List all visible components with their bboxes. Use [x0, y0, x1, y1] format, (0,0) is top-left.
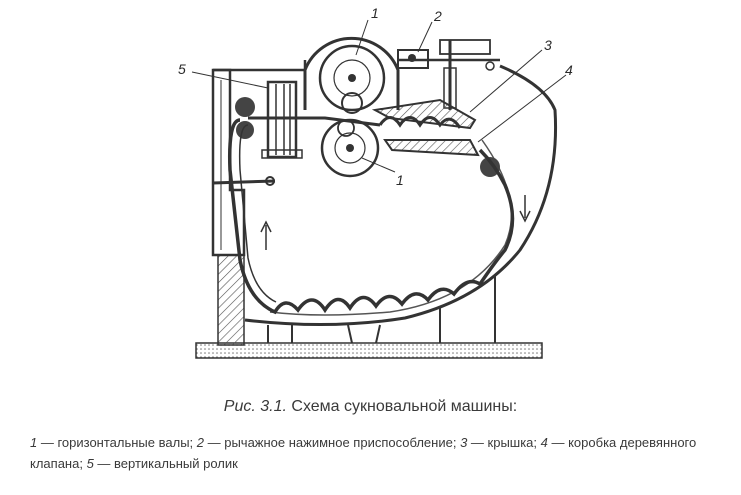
leader-1-bottom: [361, 157, 396, 173]
top-frame: [213, 60, 307, 72]
callout-3: 3: [544, 37, 552, 53]
legend-num-5: 5: [86, 456, 94, 471]
cloth-loop-inner: [238, 124, 277, 303]
lever-weight: [439, 39, 491, 55]
leader-4: [477, 74, 567, 143]
legend-text-3: — крышка;: [467, 435, 541, 450]
figure-legend: 1 — горизонтальные валы; 2 — рычажное на…: [30, 432, 720, 474]
arrow-down-icon: [519, 195, 531, 223]
left-lever: [212, 179, 276, 185]
guide-roller-left-top: [235, 97, 255, 117]
cloth-through-rollers: [248, 116, 381, 127]
valve-box-4: [383, 139, 480, 157]
legend-num-2: 2: [196, 435, 204, 450]
vertical-roller-5-mount: [261, 149, 303, 159]
leader-3: [469, 49, 543, 113]
legend-num-3: 3: [460, 435, 468, 450]
lid-3: [371, 98, 477, 130]
legend-text-4: — коробка деревянного клапана;: [30, 435, 697, 471]
small-gear: [341, 92, 363, 114]
lower-horizontal-roller-ring: [334, 132, 366, 164]
leader-1-top: [355, 19, 369, 56]
cloth-loop: [227, 118, 515, 315]
legend-num-1: 1: [30, 435, 38, 450]
upper-horizontal-roller-hub: [348, 74, 356, 82]
legend-num-4: 4: [540, 435, 548, 450]
leader-2: [417, 21, 433, 53]
floor-base: [195, 342, 543, 359]
callout-1-bottom: 1: [396, 172, 404, 188]
legend-text-2: — рычажное нажимное приспособление;: [204, 435, 461, 450]
lower-horizontal-roller-hub: [346, 144, 354, 152]
upper-horizontal-roller: [318, 44, 386, 112]
support-leg-right: [439, 275, 496, 343]
support-leg-left: [267, 325, 293, 343]
callout-5: 5: [178, 61, 186, 77]
callout-2: 2: [433, 8, 442, 24]
leader-5: [191, 71, 269, 89]
figure-caption: Рис. 3.1. Схема сукновальной машины:: [0, 398, 741, 416]
left-lever-pin: [265, 176, 275, 186]
machine-diagram: 1 2 3 4 5 1: [178, 5, 573, 359]
cloth-top-wave: [378, 116, 462, 129]
legend-text-5: — вертикальный ролик: [93, 456, 238, 471]
left-post: [217, 254, 245, 346]
callout-4: 4: [565, 62, 573, 78]
upper-horizontal-roller-ring: [333, 59, 371, 97]
tank-outer: [244, 64, 558, 327]
figure-title: Схема сукновальной машины:: [291, 398, 518, 415]
figure-label: Рис. 3.1.: [223, 398, 287, 415]
arrow-up-icon: [260, 220, 272, 250]
support-leg-mid: [347, 324, 381, 344]
guide-roller-left-mid: [236, 121, 254, 139]
legend-text-1: — горизонтальные валы;: [37, 435, 197, 450]
lever-end-pin: [485, 61, 495, 71]
upper-roller-housing: [303, 36, 400, 110]
guide-roller-right: [480, 157, 500, 177]
callout-1-top: 1: [371, 5, 379, 21]
